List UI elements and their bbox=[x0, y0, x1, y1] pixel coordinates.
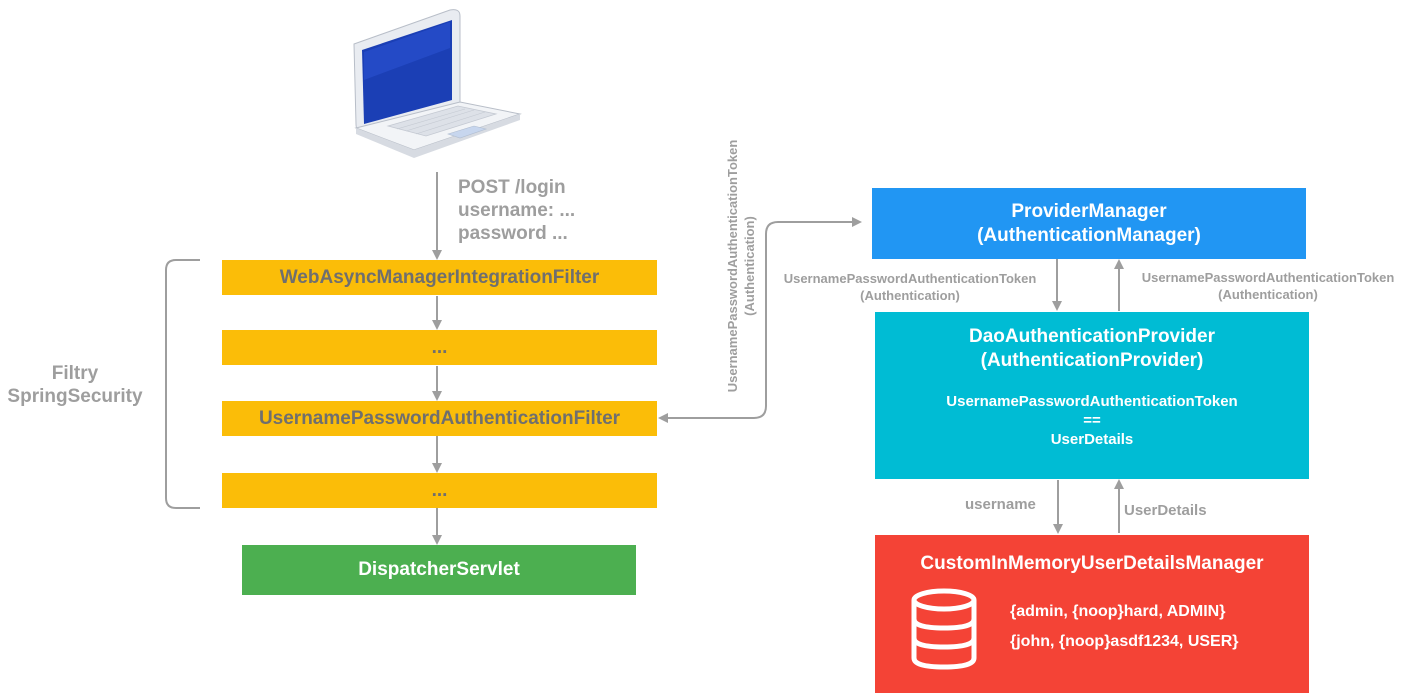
filter-ellipsis-1: ... bbox=[222, 330, 657, 365]
dao-to-um-label: username bbox=[965, 496, 1036, 513]
user-entry-admin: {admin, {noop}hard, ADMIN} bbox=[1010, 603, 1226, 620]
dao-subtitle: (AuthenticationProvider) bbox=[980, 350, 1204, 371]
um-to-dao-label: UserDetails bbox=[1124, 502, 1207, 519]
filter-ellipsis-2: ... bbox=[222, 473, 657, 508]
provider-manager-subtitle: (AuthenticationManager) bbox=[977, 224, 1201, 246]
dao-title: DaoAuthenticationProvider bbox=[969, 326, 1215, 347]
dispatcher-servlet: DispatcherServlet bbox=[242, 545, 636, 595]
vertical-token-line1: UsernamePasswordAuthenticationToken bbox=[725, 139, 740, 393]
request-password: password ... bbox=[458, 223, 568, 244]
dao-compare-userdetails: UserDetails bbox=[1050, 431, 1134, 448]
servlet-label: DispatcherServlet bbox=[358, 559, 520, 580]
pm-to-dao-line1: UsernamePasswordAuthenticationToken bbox=[783, 271, 1037, 286]
dao-authentication-provider: DaoAuthenticationProvider (Authenticatio… bbox=[875, 312, 1309, 479]
filter-label: WebAsyncManagerIntegrationFilter bbox=[279, 266, 600, 288]
filter-label: ... bbox=[431, 479, 448, 501]
filter-web-async: WebAsyncManagerIntegrationFilter bbox=[222, 260, 657, 295]
group-label-line2: SpringSecurity bbox=[7, 386, 143, 407]
filters-group-label: Filtry SpringSecurity bbox=[0, 362, 150, 408]
user-list: {admin, {noop}hard, ADMIN} {john, {noop}… bbox=[1010, 597, 1239, 657]
request-method: POST /login bbox=[458, 177, 566, 198]
database-icon bbox=[911, 588, 977, 670]
group-label-line1: Filtry bbox=[51, 363, 99, 384]
request-username: username: ... bbox=[458, 200, 576, 221]
dao-to-pm-label: UsernamePasswordAuthenticationToken (Aut… bbox=[1128, 269, 1408, 303]
provider-manager-title: ProviderManager bbox=[1011, 200, 1167, 222]
user-entry-john: {john, {noop}asdf1234, USER} bbox=[1010, 633, 1239, 650]
arrow-auth-round-trip bbox=[660, 221, 860, 419]
pm-to-dao-label: UsernamePasswordAuthenticationToken (Aut… bbox=[762, 270, 1058, 304]
laptop-icon bbox=[353, 9, 522, 158]
provider-manager: ProviderManager (AuthenticationManager) bbox=[872, 188, 1306, 259]
request-info: POST /login username: ... password ... bbox=[458, 176, 575, 245]
filter-label: UsernamePasswordAuthenticationFilter bbox=[258, 407, 621, 429]
filter-username-password: UsernamePasswordAuthenticationFilter bbox=[222, 401, 657, 436]
dao-to-pm-line2: (Authentication) bbox=[1218, 287, 1318, 302]
vertical-token-line2: (Authentication) bbox=[742, 216, 757, 316]
dao-compare-equals: == bbox=[1083, 412, 1101, 429]
pm-to-dao-line2: (Authentication) bbox=[860, 288, 960, 303]
filters-bracket bbox=[165, 259, 200, 509]
dao-to-pm-line1: UsernamePasswordAuthenticationToken bbox=[1141, 270, 1395, 285]
filter-label: ... bbox=[431, 336, 448, 358]
user-manager-title: CustomInMemoryUserDetailsManager bbox=[920, 553, 1264, 574]
dao-compare-token: UsernamePasswordAuthenticationToken bbox=[946, 393, 1238, 410]
